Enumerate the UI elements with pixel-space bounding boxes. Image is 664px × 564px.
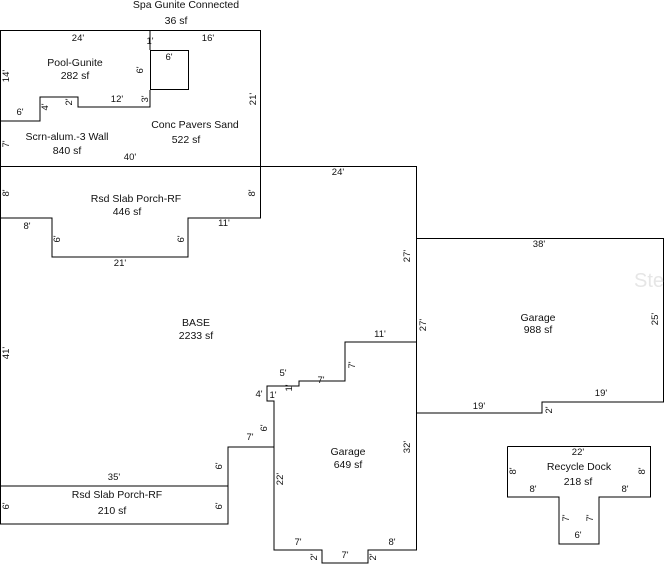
- dim-2-bottom-left: 2': [309, 553, 320, 561]
- dim-4-b: 4': [255, 389, 263, 400]
- dim-24-top: 24': [71, 33, 85, 44]
- dim-7-b: 7': [317, 375, 325, 386]
- dim-35: 35': [107, 472, 121, 483]
- dim-8-recycle-right: 8': [637, 467, 648, 475]
- dim-8-recycle-left: 8': [508, 467, 519, 475]
- base-outline: [0, 166, 417, 487]
- dim-22-recycle: 22': [571, 447, 585, 458]
- dim-7-bottom: 7': [341, 550, 349, 561]
- dim-38: 38': [532, 239, 546, 250]
- dim-6-spa-side: 6': [135, 66, 146, 74]
- dim-7-recycle-right: 7': [585, 514, 596, 522]
- screen-label: Scrn-alum.-3 Wall: [25, 131, 109, 143]
- spa-label: Spa Gunite Connected: [132, 0, 240, 11]
- dim-1-b: 1': [269, 390, 277, 401]
- dim-21-porch: 21': [113, 258, 127, 269]
- dim-1-spa: 1': [146, 36, 154, 47]
- dim-8-recycle-bottom-left: 8': [529, 484, 537, 495]
- dim-40: 40': [123, 152, 137, 163]
- recycle-label: Recycle Dock: [546, 461, 612, 473]
- dim-25: 25': [650, 312, 661, 326]
- porch-front-size: 210 sf: [97, 505, 127, 517]
- dim-24-base: 24': [331, 167, 345, 178]
- porch-front-outline: [0, 486, 229, 525]
- dim-6-recycle: 6': [574, 530, 582, 541]
- dim-12-pool: 12': [110, 94, 124, 105]
- dim-6-front-porch-right: 6': [214, 502, 225, 510]
- dim-21-pavers: 21': [248, 92, 259, 106]
- dim-5: 5': [279, 368, 287, 379]
- dim-11-porch: 11': [218, 218, 230, 229]
- dim-6-pool: 6': [16, 107, 24, 118]
- dim-41: 41': [1, 346, 12, 360]
- garage-right-size: 988 sf: [523, 324, 553, 336]
- dim-19-right: 19': [594, 388, 608, 399]
- pavers-size: 522 sf: [171, 134, 201, 146]
- dim-27-lower: 27': [418, 318, 429, 332]
- spa-size: 36 sf: [164, 15, 188, 27]
- garage-right-outline: [416, 238, 664, 414]
- garage-center-label: Garage: [330, 446, 366, 458]
- dim-7-recycle-left: 7': [561, 514, 572, 522]
- dim-2-garage: 2': [544, 406, 555, 414]
- dim-14: 14': [1, 69, 12, 83]
- dim-3-pool: 3': [140, 95, 151, 103]
- screen-size: 840 sf: [52, 145, 82, 157]
- dim-22-garage: 22': [275, 472, 286, 486]
- garage-center-size: 649 sf: [333, 459, 363, 471]
- garage-center-outline: [273, 342, 417, 564]
- dim-6-front-porch: 6': [214, 462, 225, 470]
- dim-16: 16': [201, 33, 215, 44]
- dim-6-garage: 6': [259, 424, 270, 432]
- dim-8-porch-right: 8': [247, 189, 258, 197]
- dim-7-screen: 7': [1, 140, 12, 148]
- dim-8-porch-bottom-left: 8': [23, 221, 31, 232]
- spa-outline: [150, 50, 189, 90]
- dim-11-base: 11': [374, 329, 386, 340]
- dim-6-front-porch-left: 6': [1, 502, 12, 510]
- base-size: 2233 sf: [178, 330, 214, 342]
- dim-32: 32': [402, 440, 413, 454]
- dim-1-a: 1': [284, 384, 295, 392]
- dim-6-spa-top: 6': [165, 52, 173, 63]
- dim-8-porch-left: 8': [1, 189, 12, 197]
- dim-2-bottom-right: 2': [368, 553, 379, 561]
- porch-front-label: Rsd Slab Porch-RF: [71, 489, 163, 501]
- recycle-size: 218 sf: [563, 476, 593, 488]
- garage-right-label: Garage: [520, 312, 556, 324]
- dim-6-porch-left: 6': [52, 235, 63, 243]
- dim-4-pool: 4': [40, 103, 51, 111]
- dim-19-left: 19': [472, 401, 486, 412]
- pool-outline: [0, 90, 151, 122]
- watermark: Ste: [634, 270, 664, 292]
- base-label: BASE: [181, 317, 211, 329]
- dim-6-porch-right: 6': [176, 235, 187, 243]
- dim-7-garage: 7': [246, 432, 254, 443]
- pavers-label: Conc Pavers Sand: [151, 119, 239, 131]
- recycle-dock-outline: [507, 446, 651, 545]
- porch-rear-size: 446 sf: [112, 206, 142, 218]
- patio-outline: [0, 30, 261, 167]
- porch-rear-outline: [0, 166, 261, 258]
- dim-27-upper: 27': [402, 249, 413, 263]
- dim-8-recycle-bottom-right: 8': [621, 484, 629, 495]
- dim-7-bottom-left: 7': [294, 537, 302, 548]
- pool-label: Pool-Gunite: [47, 57, 103, 69]
- pool-size: 282 sf: [60, 70, 90, 82]
- dim-2-pool: 2': [64, 98, 75, 106]
- porch-rear-label: Rsd Slab Porch-RF: [90, 193, 182, 205]
- dim-7-step: 7': [347, 361, 358, 369]
- dim-8-bottom: 8': [388, 537, 396, 548]
